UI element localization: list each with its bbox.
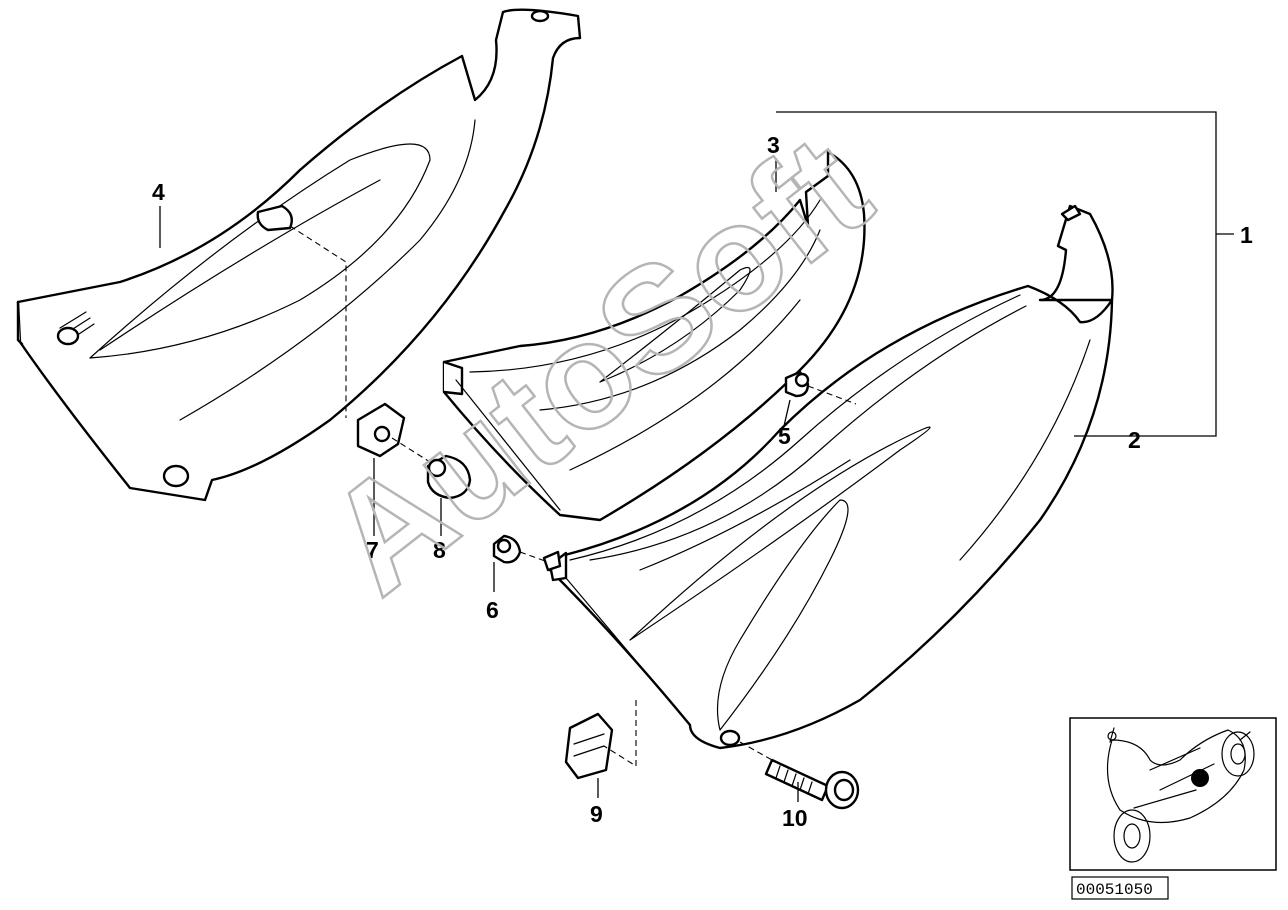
left-side-panel	[16, 8, 582, 502]
document-id-box: 00051050	[1071, 876, 1169, 900]
location-marker	[1191, 769, 1209, 787]
part-10-bolt	[764, 758, 860, 810]
callout-6: 6	[486, 597, 499, 623]
callout-8: 8	[433, 537, 446, 563]
callout-10: 10	[782, 805, 808, 831]
callout-5: 5	[778, 423, 791, 449]
locator-thumbnail	[1069, 717, 1277, 871]
callout-4: 4	[152, 179, 165, 205]
callout-1: 1	[1240, 222, 1253, 248]
callout-3: 3	[767, 132, 780, 158]
document-id: 00051050	[1076, 881, 1153, 899]
lower-side-panel	[548, 204, 1114, 750]
part-7-clip-nut	[356, 402, 406, 458]
callout-7: 7	[366, 537, 379, 563]
callout-2: 2	[1128, 427, 1141, 453]
assembly-lines	[289, 225, 857, 767]
callout-9: 9	[590, 801, 603, 827]
part-8-rubber-cap	[426, 454, 472, 500]
part-9-spring-clip	[564, 712, 614, 780]
upper-side-panel	[442, 150, 866, 522]
part-5-grommet	[784, 370, 810, 398]
leader-lines	[159, 111, 1234, 802]
motorcycle-silhouette-icon	[1106, 727, 1255, 863]
